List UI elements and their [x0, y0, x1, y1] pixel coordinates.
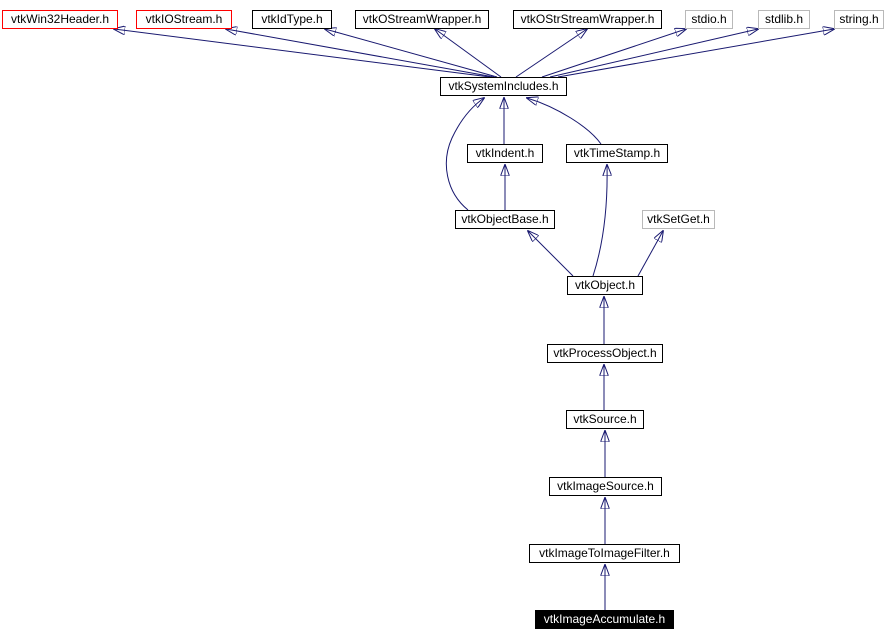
- node-vtkProcessObject[interactable]: vtkProcessObject.h: [547, 344, 663, 363]
- node-stdlib[interactable]: stdlib.h: [758, 10, 810, 29]
- edge-vtkSystemIncludes-string: [557, 29, 834, 78]
- edge-vtkSystemIncludes-stdio: [541, 29, 686, 78]
- node-vtkImageAccumulate[interactable]: vtkImageAccumulate.h: [535, 610, 674, 629]
- node-vtkSource[interactable]: vtkSource.h: [566, 410, 644, 429]
- node-vtkSystemIncludes[interactable]: vtkSystemIncludes.h: [440, 77, 567, 96]
- edge-vtkSystemIncludes-vtkOStreamWrapper: [435, 29, 502, 78]
- node-vtkOStreamWrapper[interactable]: vtkOStreamWrapper.h: [355, 10, 489, 29]
- node-vtkIndent[interactable]: vtkIndent.h: [467, 144, 543, 163]
- node-vtkWin32Header[interactable]: vtkWin32Header.h: [2, 10, 118, 29]
- node-vtkSetGet[interactable]: vtkSetGet.h: [642, 210, 715, 229]
- node-string[interactable]: string.h: [834, 10, 884, 29]
- node-vtkImageToImageFilter[interactable]: vtkImageToImageFilter.h: [529, 544, 680, 563]
- node-vtkOStrStreamWrapper[interactable]: vtkOStrStreamWrapper.h: [513, 10, 662, 29]
- edge-vtkSystemIncludes-stdlib: [549, 29, 758, 78]
- edge-vtkSystemIncludes-vtkWin32Header: [114, 29, 491, 78]
- node-vtkObject[interactable]: vtkObject.h: [567, 276, 643, 295]
- node-vtkIdType[interactable]: vtkIdType.h: [252, 10, 332, 29]
- node-vtkObjectBase[interactable]: vtkObjectBase.h: [455, 210, 555, 229]
- edge-vtkObject-vtkTimeStamp: [592, 165, 607, 277]
- edge-vtkSystemIncludes-vtkIdType: [325, 29, 498, 78]
- node-stdio[interactable]: stdio.h: [685, 10, 733, 29]
- node-vtkTimeStamp[interactable]: vtkTimeStamp.h: [566, 144, 668, 163]
- edge-vtkTimeStamp-vtkSystemIncludes: [527, 98, 602, 145]
- node-vtkImageSource[interactable]: vtkImageSource.h: [549, 477, 662, 496]
- edge-vtkSystemIncludes-vtkIOStream: [226, 29, 495, 78]
- edge-vtkObjectBase-vtkSystemIncludes: [445, 98, 484, 211]
- edge-vtkSystemIncludes-vtkOStrStreamWrapper: [515, 29, 587, 78]
- node-vtkIOStream[interactable]: vtkIOStream.h: [136, 10, 232, 29]
- edge-vtkObject-vtkObjectBase: [528, 231, 574, 277]
- edge-vtkObject-vtkSetGet: [637, 231, 663, 277]
